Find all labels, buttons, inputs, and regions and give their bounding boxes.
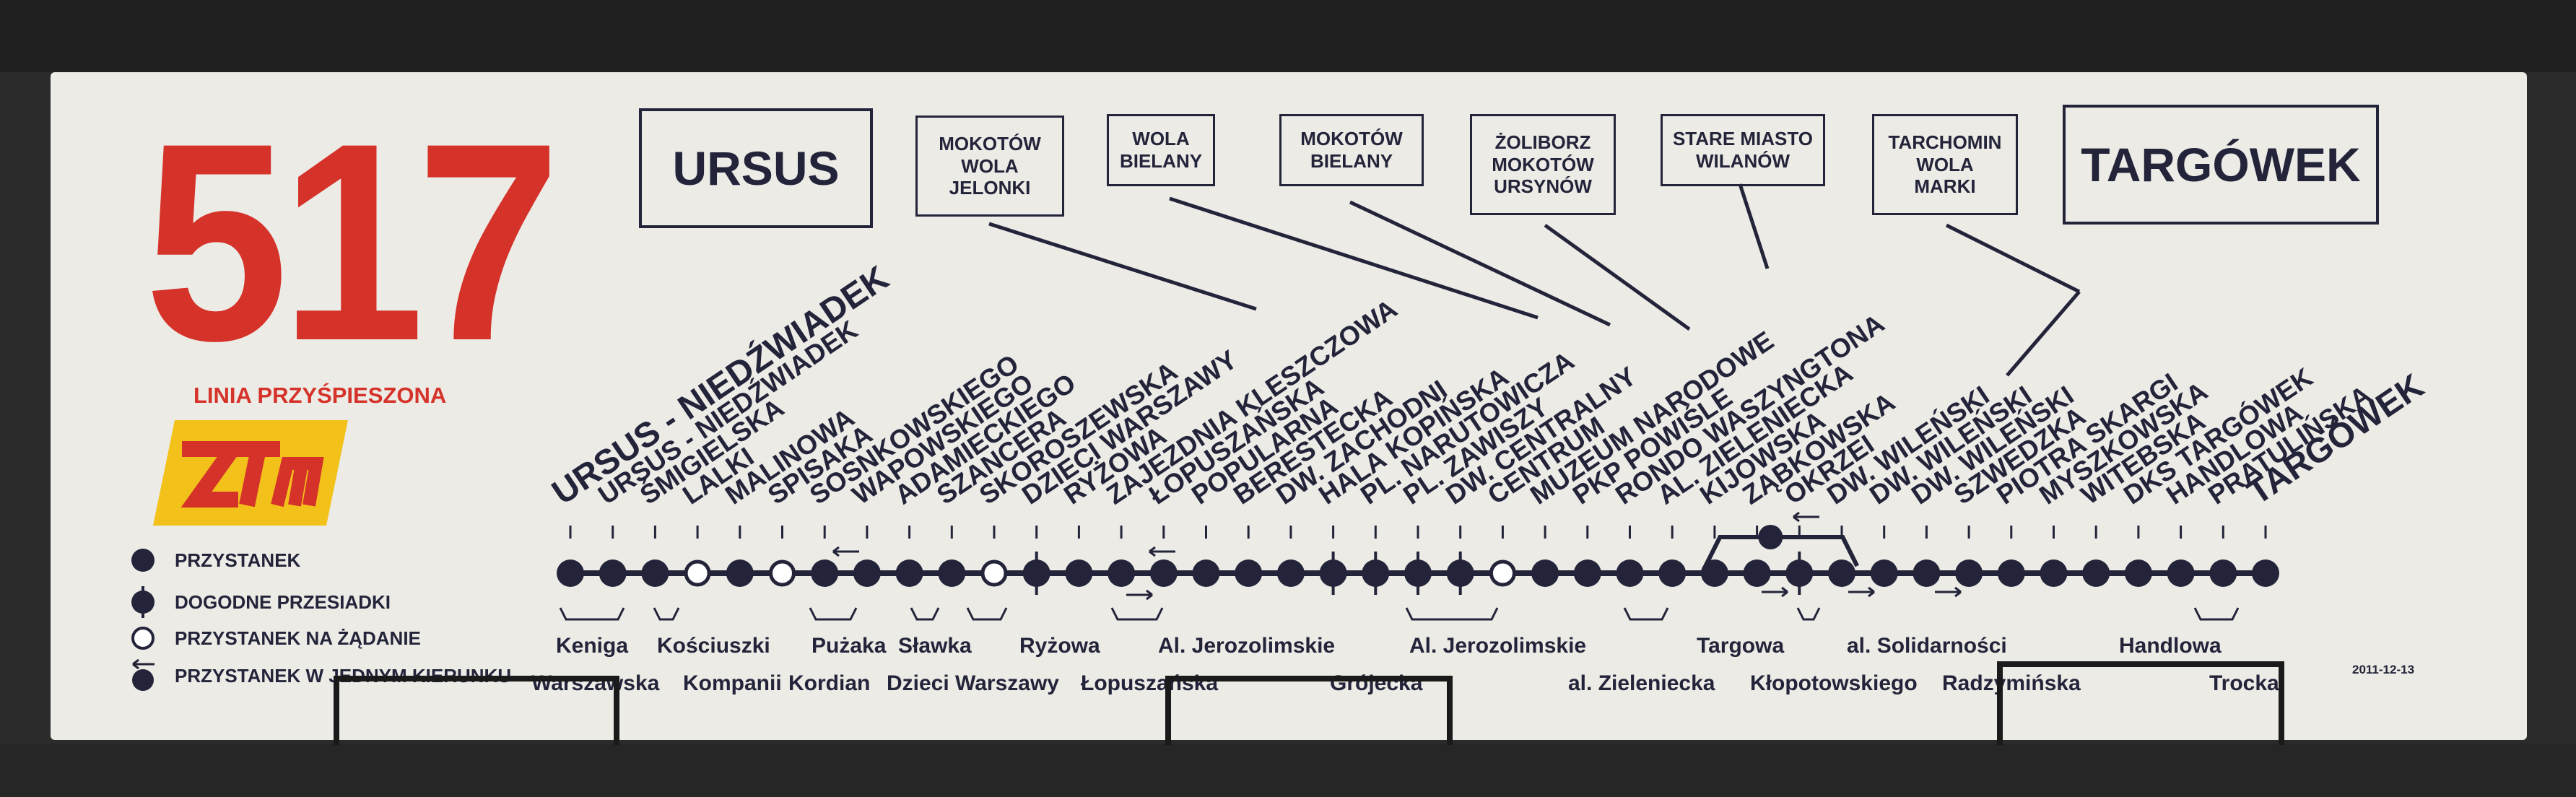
- holder-clips: [0, 0, 2576, 797]
- bus-route-board-scene: 517 LINIA PRZYŚPIESZONA URSUS TARGÓWEK M…: [0, 0, 2576, 797]
